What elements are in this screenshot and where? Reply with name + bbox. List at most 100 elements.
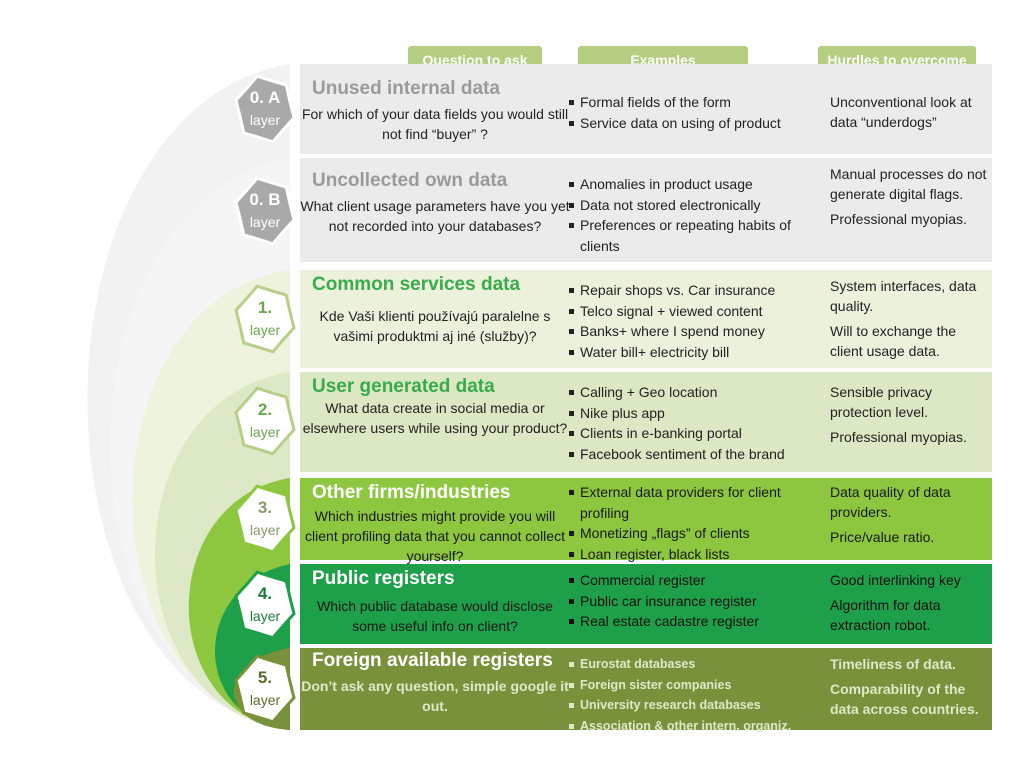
layer-hurdles: Data quality of data providers.Price/val… xyxy=(830,482,990,552)
hurdle-item: System interfaces, data quality. xyxy=(830,278,977,314)
layer-hurdles: Timeliness of data. Comparability of the … xyxy=(830,654,990,724)
layer-badge: 5. layer xyxy=(232,652,298,726)
example-item: Monetizing „flags” of clients xyxy=(568,523,818,544)
layer-badge: 4. layer xyxy=(232,568,298,642)
layer-badge: 0. B layer xyxy=(232,174,298,248)
example-item: Association & other intern. organiz. xyxy=(568,716,818,737)
example-item: Loan register, black lists xyxy=(568,544,818,565)
layer-title: Common services data xyxy=(312,274,521,295)
layer-band xyxy=(300,158,992,262)
example-item: Anomalies in product usage xyxy=(568,174,818,195)
example-item: Formal fields of the form xyxy=(568,92,818,113)
hurdle-item: Timeliness of data. xyxy=(830,656,956,672)
example-item: Real estate cadastre register xyxy=(568,611,818,632)
layer-number: 0. A xyxy=(249,88,281,107)
hurdle-item: Professional myopias. xyxy=(830,211,967,227)
layer-title: Foreign available registers xyxy=(312,650,553,671)
layer-question: For which of your data fields you would … xyxy=(301,106,569,142)
layer-number: 2. xyxy=(257,400,273,419)
layer-hurdles: Unconventional look at data “underdogs” xyxy=(830,92,990,137)
layer-label: layer xyxy=(249,522,281,538)
example-item: Banks+ where I spend money xyxy=(568,321,818,342)
example-item: Data not stored electronically xyxy=(568,195,818,216)
layer-number: 0. B xyxy=(249,190,281,209)
layer-band xyxy=(300,372,992,472)
layer-label: layer xyxy=(249,214,281,230)
layer-question: Which industries might provide you will … xyxy=(305,508,565,564)
example-item: Repair shops vs. Car insurance xyxy=(568,280,818,301)
hurdle-item: Unconventional look at data “underdogs” xyxy=(830,94,972,130)
hurdle-item: Manual processes do not generate digital… xyxy=(830,166,987,202)
hurdle-item: Price/value ratio. xyxy=(830,529,935,545)
example-item: Facebook sentiment of the brand xyxy=(568,444,818,465)
layer-badge: 2.layer xyxy=(232,384,298,458)
gear-badge-icon xyxy=(234,386,296,456)
layer-label: layer xyxy=(249,322,281,338)
gear-badge-icon xyxy=(234,570,296,640)
layer-band xyxy=(300,64,992,154)
hurdle-item: Will to exchange the client usage data. xyxy=(830,323,957,359)
example-item: Clients in e-banking portal xyxy=(568,423,818,444)
layer-title: Other firms/industries xyxy=(312,482,511,503)
gear-badge-icon xyxy=(234,654,296,724)
layer-band xyxy=(300,270,992,368)
layer-hurdles: System interfaces, data quality. Will to … xyxy=(830,276,990,366)
layer-title: Public registers xyxy=(312,568,455,589)
layer-badge: 1.layer xyxy=(232,282,298,356)
layer-hurdles: Sensible privacy protection level. Profes… xyxy=(830,382,990,452)
example-item: Foreign sister companies xyxy=(568,675,818,696)
gear-badge-icon xyxy=(234,484,296,554)
layer-badge: 0. A layer xyxy=(232,72,298,146)
layer-examples: External data providers for client profi… xyxy=(568,482,818,564)
gear-badge-icon xyxy=(234,284,296,354)
layer-band xyxy=(300,648,992,730)
layer-label: layer xyxy=(249,608,281,624)
layer-question: Kde Vaši klienti používajú paralelne s v… xyxy=(319,308,551,344)
example-item: Commercial register xyxy=(568,570,818,591)
layer-question: Which public database would disclose som… xyxy=(317,598,553,634)
layer-title: Unused internal data xyxy=(312,78,500,99)
layer-question: What client usage parameters have you ye… xyxy=(300,198,570,234)
example-item: Calling + Geo location xyxy=(568,382,818,403)
hurdle-item: Good interlinking key xyxy=(830,572,961,588)
layer-number: 4. xyxy=(257,584,273,603)
layer-question: What data create in social media or else… xyxy=(302,400,568,436)
hurdle-item: Sensible privacy protection level. xyxy=(830,384,932,420)
hurdle-item: Algorithm for data extraction robot. xyxy=(830,597,941,633)
example-item: Service data on using of product xyxy=(568,113,818,134)
example-item: External data providers for client profi… xyxy=(568,482,818,523)
layer-number: 3. xyxy=(257,498,273,517)
example-item: Water bill+ electricity bill xyxy=(568,342,818,363)
example-item: Nike plus app xyxy=(568,403,818,424)
gear-badge-icon xyxy=(234,74,296,144)
layer-title: Uncollected own data xyxy=(312,170,508,191)
layer-label: layer xyxy=(249,112,281,128)
layer-band xyxy=(300,564,992,644)
example-item: University research databases xyxy=(568,695,818,716)
layer-number: 5. xyxy=(257,668,273,687)
layer-label: layer xyxy=(249,692,281,708)
gear-badge-icon xyxy=(234,176,296,246)
layer-badge: 3. layer xyxy=(232,482,298,556)
hurdle-item: Professional myopias. xyxy=(830,429,967,445)
example-item: Public car insurance register xyxy=(568,591,818,612)
layer-title: User generated data xyxy=(312,376,495,397)
example-item: Preferences or repeating habits of clien… xyxy=(568,215,818,256)
example-item: Telco signal + viewed content xyxy=(568,301,818,322)
layer-question: Don’t ask any question, simple google it… xyxy=(301,678,569,714)
hurdle-item: Comparability of the data across countri… xyxy=(830,681,979,717)
layer-hurdles: Manual processes do not generate digital… xyxy=(830,164,990,234)
